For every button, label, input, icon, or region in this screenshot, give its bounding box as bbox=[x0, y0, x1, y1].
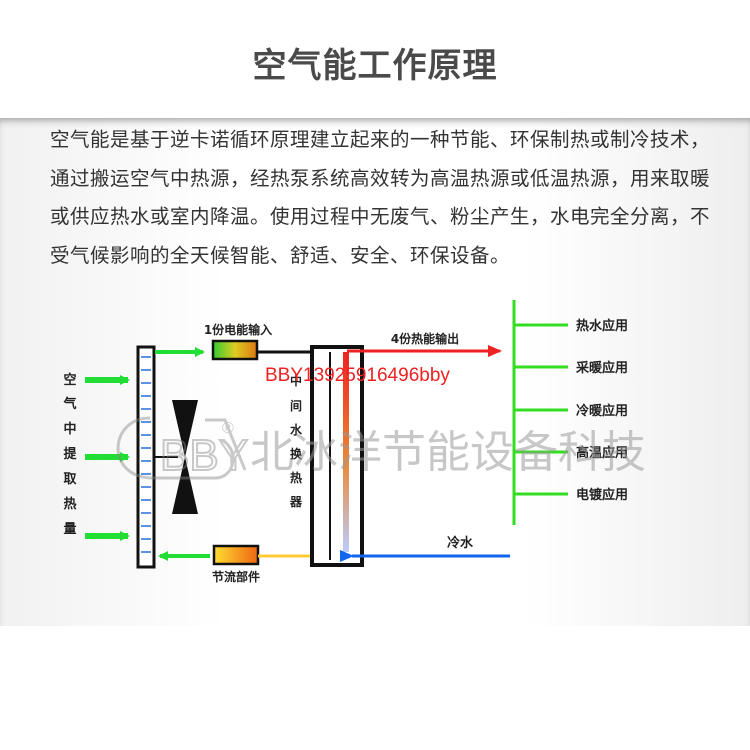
compressor-icon bbox=[211, 339, 259, 361]
application-label: 热水应用 bbox=[576, 318, 628, 334]
phone-watermark: BBY13925916496bby bbox=[265, 365, 450, 386]
throttle-valve-icon bbox=[212, 544, 260, 566]
air-label-char: 提 bbox=[63, 446, 77, 462]
air-label-char: 量 bbox=[63, 522, 76, 537]
brand-logo-watermark: BBY ® bbox=[116, 416, 249, 481]
heat-exchanger bbox=[310, 345, 364, 567]
intro-paragraph: 空气能是基于逆卡诺循环原理建立起来的一种节能、环保制热或制冷技术，通过搬运空气中… bbox=[50, 128, 711, 267]
exchanger-label-char: 器 bbox=[289, 495, 303, 509]
air-heat-label: 空 气 中 提 取 热 量 bbox=[63, 372, 77, 537]
exchanger-label-char: 中 bbox=[290, 373, 302, 388]
page-title: 空气能工作原理 bbox=[252, 46, 498, 86]
application-label: 高温应用 bbox=[576, 445, 628, 461]
evaporator-coil bbox=[136, 345, 156, 569]
company-watermark: 北冰洋节能设备科技 bbox=[250, 427, 646, 478]
application-label: 冷暖应用 bbox=[576, 403, 628, 419]
logo-letters: BBY bbox=[160, 431, 248, 480]
header: 空气能工作原理 bbox=[0, 0, 750, 118]
heat-output-label: 4份热能输出 bbox=[391, 331, 459, 346]
exchanger-label: 中 间 水 换 热 器 bbox=[289, 373, 303, 509]
air-label-char: 空 bbox=[63, 372, 76, 388]
application-branches bbox=[512, 300, 568, 525]
exchanger-label-char: 间 bbox=[290, 398, 302, 413]
content-panel bbox=[0, 118, 750, 626]
application-label: 电镀应用 bbox=[576, 487, 628, 503]
electric-input-label: 1份电能输入 bbox=[204, 322, 272, 337]
exchanger-label-char: 水 bbox=[290, 422, 303, 437]
air-intake-arrows bbox=[85, 375, 130, 541]
air-label-char: 气 bbox=[63, 396, 76, 412]
exchanger-label-char: 热 bbox=[290, 470, 302, 485]
air-label-char: 中 bbox=[63, 421, 76, 437]
exchanger-label-char: 换 bbox=[290, 446, 303, 461]
application-label: 采暖应用 bbox=[575, 360, 628, 376]
air-label-char: 取 bbox=[63, 472, 77, 487]
fan-icon bbox=[154, 400, 198, 514]
registered-mark: ® bbox=[222, 420, 234, 437]
cold-water-label: 冷水 bbox=[447, 535, 474, 551]
air-label-char: 热 bbox=[63, 496, 76, 512]
throttle-label: 节流部件 bbox=[212, 569, 260, 584]
